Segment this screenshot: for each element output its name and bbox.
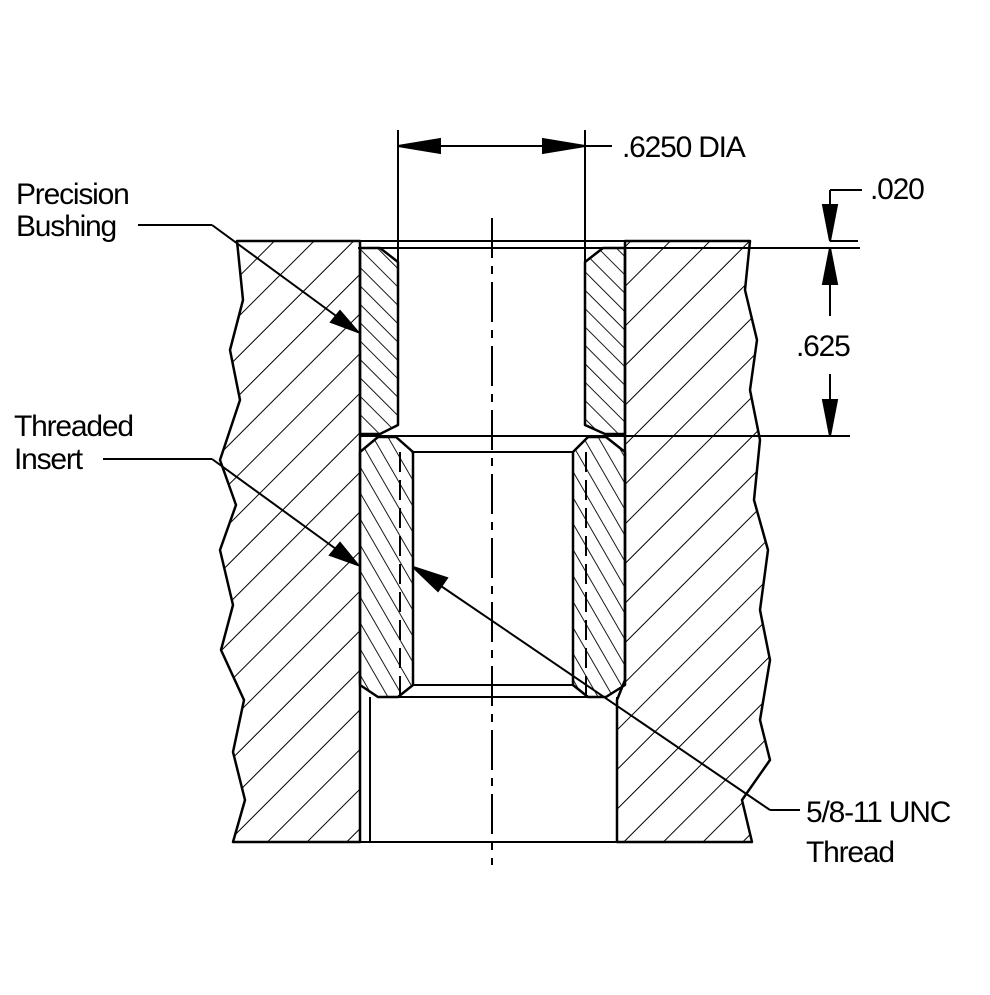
offset-dimension xyxy=(821,189,862,242)
bushing-wall-right xyxy=(583,246,627,436)
bushing-wall-left xyxy=(358,246,400,436)
insert-leader xyxy=(103,458,362,568)
insert-wall-right xyxy=(571,435,627,699)
thread-leader xyxy=(412,566,800,811)
insert-label-line1: Threaded xyxy=(14,410,134,443)
parent-wall-left xyxy=(218,239,362,844)
insert-label-line2: Insert xyxy=(14,443,83,476)
bushing-label-line1: Precision xyxy=(16,178,130,211)
depth-dimension xyxy=(821,247,839,437)
bushing-label-line2: Bushing xyxy=(16,210,117,243)
offset-dimension-label: .020 xyxy=(870,173,925,206)
thread-label-line1: 5/8-11 UNC xyxy=(806,796,951,829)
depth-dimension-label: .625 xyxy=(796,330,851,363)
dia-dimension-label: .6250 DIA xyxy=(622,131,746,164)
parent-wall-right xyxy=(615,239,772,844)
dia-dimension xyxy=(397,137,612,155)
insert-wall-left xyxy=(358,435,415,699)
bushing-leader xyxy=(138,224,362,335)
thread-label-line2: Thread xyxy=(806,836,895,869)
